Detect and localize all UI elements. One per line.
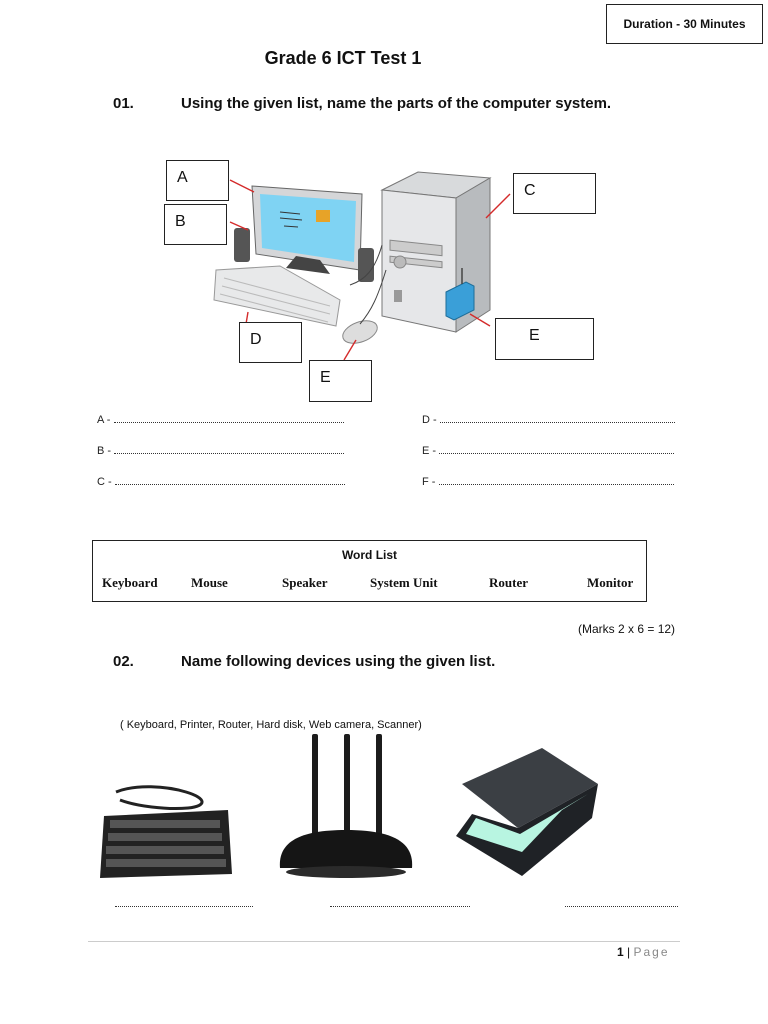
monitor-image <box>251 185 363 274</box>
scanner-device-image <box>456 748 598 876</box>
label-e-router: E <box>529 327 540 344</box>
word-list-title: Word List <box>341 548 398 562</box>
answer-label-c: C - <box>97 476 112 488</box>
device-answer-line-2[interactable] <box>330 906 470 907</box>
page-number-value: 1 <box>617 945 624 959</box>
router-device-image <box>279 734 413 878</box>
label-box-e-router: E <box>495 318 594 360</box>
speaker-left-image <box>234 228 250 262</box>
label-box-e-mouse: E <box>309 360 372 402</box>
answer-line-f[interactable]: F - <box>422 475 674 488</box>
word-speaker: Speaker <box>282 575 328 590</box>
answer-line-d[interactable]: D - <box>422 413 675 426</box>
device-answer-line-1[interactable] <box>115 906 253 907</box>
answer-label-f: F - <box>422 476 436 488</box>
label-d: D <box>250 331 262 348</box>
footer-divider <box>88 941 680 942</box>
label-box-a: A <box>166 160 229 201</box>
duration-box: Duration - 30 Minutes <box>606 4 763 44</box>
answer-line-c[interactable]: C - <box>97 475 345 488</box>
label-a: A <box>177 169 188 186</box>
q2-device-list: ( Keyboard, Printer, Router, Hard disk, … <box>120 719 422 731</box>
answer-line-a[interactable]: A - <box>97 413 344 426</box>
duration-text: Duration - 30 Minutes <box>623 17 746 31</box>
label-c: C <box>524 182 536 199</box>
device-answer-line-3[interactable] <box>565 906 678 907</box>
computer-system-illustration <box>213 171 511 361</box>
word-mouse: Mouse <box>191 575 228 590</box>
word-monitor: Monitor <box>587 575 634 590</box>
label-e-mouse: E <box>320 369 331 386</box>
keyboard-image <box>213 265 341 327</box>
q1-text: Using the given list, name the parts of … <box>181 95 612 112</box>
word-keyboard: Keyboard <box>102 575 158 590</box>
answer-label-b: B - <box>97 445 112 457</box>
q2-number: 02. <box>113 653 134 670</box>
label-b: B <box>175 213 186 230</box>
answer-label-d: D - <box>422 414 437 426</box>
speaker-right-image <box>358 248 374 282</box>
mouse-image <box>342 269 387 344</box>
page-title: Grade 6 ICT Test 1 <box>264 48 422 68</box>
answer-line-b[interactable]: B - <box>97 444 345 457</box>
word-system-unit: System Unit <box>370 575 438 590</box>
page-label: Page <box>633 945 670 959</box>
q1-number: 01. <box>113 95 134 112</box>
answer-line-e[interactable]: E - <box>422 444 675 457</box>
word-list-box: Word List Keyboard Mouse Speaker System … <box>92 540 647 602</box>
word-router: Router <box>489 575 528 590</box>
label-box-d: D <box>239 322 302 363</box>
label-box-c: C <box>513 173 596 214</box>
keyboard-device-image <box>100 785 232 878</box>
answer-label-e: E - <box>422 445 437 457</box>
q2-text: Name following devices using the given l… <box>181 653 496 670</box>
router-image <box>445 268 475 321</box>
label-box-b: B <box>164 204 227 245</box>
marks-text: (Marks 2 x 6 = 12) <box>578 622 676 636</box>
answer-label-a: A - <box>97 414 111 426</box>
page-number: 1 | Page <box>617 945 670 959</box>
